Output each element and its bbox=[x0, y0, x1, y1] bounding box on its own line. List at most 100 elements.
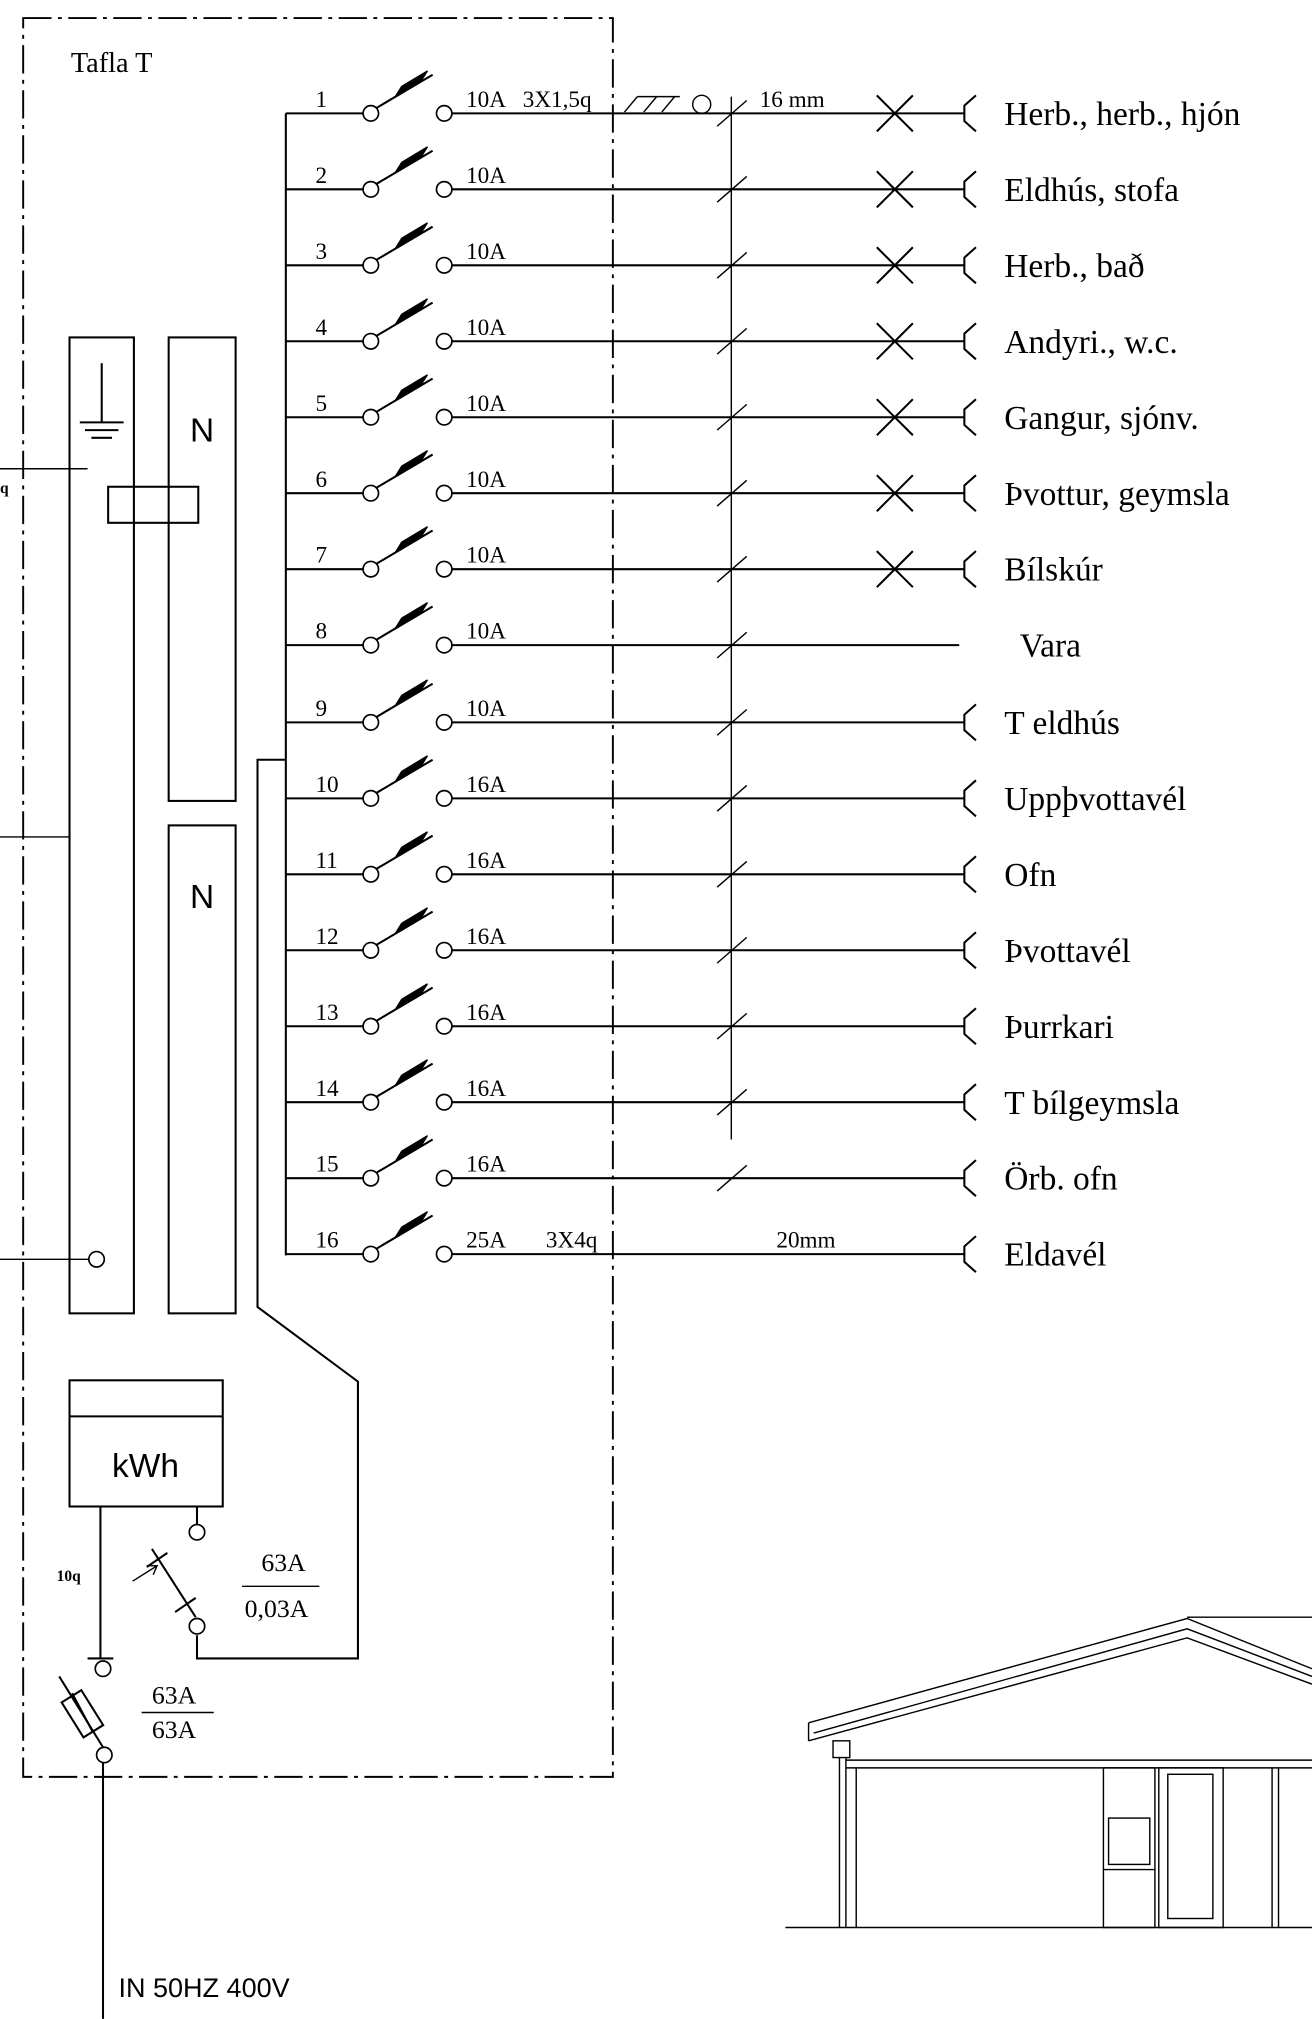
circuit-number: 8 bbox=[315, 619, 327, 645]
door bbox=[1167, 1773, 1214, 1920]
light-fixture-icon bbox=[876, 550, 914, 588]
cable-tick bbox=[716, 1164, 748, 1192]
light-fixture-icon bbox=[876, 474, 914, 512]
light-fixture-icon bbox=[876, 170, 914, 209]
outlet-icon bbox=[963, 1235, 977, 1273]
outlet-icon bbox=[963, 779, 977, 818]
conduit-size: 16 mm bbox=[760, 87, 825, 113]
breaker-rating: 10A bbox=[466, 391, 506, 417]
light-fixture-icon bbox=[876, 94, 914, 133]
light-fixture-icon bbox=[876, 398, 914, 436]
main-fuse-upper: 63A bbox=[152, 1680, 197, 1709]
roof-line bbox=[808, 1637, 1312, 1742]
conduit-size: 20mm bbox=[776, 1228, 835, 1254]
breaker-handle bbox=[394, 755, 429, 783]
breaker-terminal bbox=[435, 1093, 453, 1111]
cable-spec: 3X4q bbox=[546, 1228, 598, 1254]
meter-label: kWh bbox=[112, 1448, 179, 1485]
cable-tick bbox=[716, 631, 748, 659]
rcd-switch bbox=[132, 1548, 197, 1618]
earth-terminal bbox=[88, 1250, 106, 1268]
breaker-rating: 10A bbox=[466, 467, 506, 493]
circuit-number: 16 bbox=[315, 1228, 338, 1254]
circuit-number: 14 bbox=[315, 1076, 339, 1102]
circuit-row: 13 16A Þurrkari bbox=[285, 983, 1114, 1046]
breaker-terminal bbox=[362, 484, 380, 502]
breaker-handle bbox=[394, 298, 429, 326]
breaker-rating: 16A bbox=[466, 1152, 506, 1178]
breaker-terminal bbox=[362, 408, 380, 426]
fuse-terminal bbox=[95, 1746, 113, 1764]
supply-label: IN 50HZ 400V bbox=[118, 1973, 289, 2003]
breaker-rating: 10A bbox=[466, 696, 506, 722]
breaker-terminal bbox=[435, 1017, 453, 1035]
breaker-rating: 10A bbox=[466, 239, 506, 265]
window-frame bbox=[1102, 1767, 1156, 1929]
main-fuse-icon bbox=[58, 1675, 105, 1748]
outlet-icon bbox=[963, 170, 977, 209]
circuit-row: 3 10A Herb., bað bbox=[285, 222, 1145, 285]
outlet-icon bbox=[963, 246, 977, 285]
circuit-number: 3 bbox=[315, 239, 327, 265]
breaker-terminal bbox=[435, 332, 453, 350]
breaker-handle bbox=[394, 907, 429, 935]
breaker-handle bbox=[394, 374, 429, 402]
breaker-terminal bbox=[435, 104, 453, 122]
circuit-number: 13 bbox=[315, 1000, 338, 1026]
breaker-handle bbox=[394, 602, 429, 629]
outlet-icon bbox=[963, 322, 977, 361]
breaker-handle bbox=[394, 1211, 429, 1238]
cable-tick bbox=[716, 99, 748, 127]
cable-spec: 3X1,5q bbox=[523, 87, 592, 113]
outlet-icon bbox=[963, 94, 977, 133]
breaker-terminal bbox=[362, 1017, 380, 1035]
neutral-label: N bbox=[190, 413, 214, 450]
rcd-feed-wire bbox=[195, 758, 359, 1660]
circuit-label: Uppþvottavél bbox=[1004, 781, 1186, 818]
cable-tick bbox=[716, 327, 748, 355]
breaker-rating: 16A bbox=[466, 1000, 506, 1026]
breaker-terminal bbox=[435, 941, 453, 959]
breaker-terminal bbox=[435, 256, 453, 274]
breaker-rating: 16A bbox=[466, 924, 506, 950]
outlet-icon bbox=[963, 1159, 977, 1197]
breaker-terminal bbox=[362, 789, 380, 807]
circuit-label: Bílskúr bbox=[1004, 552, 1103, 589]
circuit-number: 9 bbox=[315, 696, 327, 722]
circuit-label: Herb., herb., hjón bbox=[1004, 96, 1240, 133]
breaker-handle bbox=[394, 983, 429, 1011]
breaker-rating: 10A bbox=[466, 543, 506, 569]
cable-tick bbox=[716, 403, 748, 431]
breaker-terminal bbox=[362, 941, 380, 959]
circuit-label: Þurrkari bbox=[1004, 1009, 1114, 1046]
breaker-terminal bbox=[435, 789, 453, 807]
breaker-rating: 16A bbox=[466, 772, 506, 798]
breaker-terminal bbox=[362, 1245, 380, 1263]
earth-busbar bbox=[68, 336, 135, 1315]
incoming-cable-label: q bbox=[0, 480, 9, 497]
cable-tick bbox=[716, 555, 748, 583]
cable-tick bbox=[716, 708, 748, 736]
meter-cable-label: 10q bbox=[57, 1568, 81, 1585]
outlet-icon bbox=[963, 855, 977, 894]
breaker-rating: 10A bbox=[466, 315, 506, 341]
breaker-terminal bbox=[362, 104, 380, 122]
circuit-number: 4 bbox=[315, 315, 327, 341]
breaker-terminal bbox=[435, 560, 453, 578]
breaker-handle bbox=[394, 526, 429, 553]
circuit-label: Herb., bað bbox=[1004, 248, 1144, 285]
circuit-number: 11 bbox=[315, 848, 337, 874]
conduit-icon bbox=[623, 94, 712, 115]
outlet-icon bbox=[963, 1007, 977, 1046]
breaker-terminal bbox=[362, 180, 380, 198]
cable-tick bbox=[716, 175, 748, 203]
breaker-rating: 16A bbox=[466, 848, 506, 874]
breaker-terminal bbox=[362, 1169, 380, 1187]
cable-tick bbox=[716, 479, 748, 507]
light-fixture-icon bbox=[876, 322, 914, 361]
circuit-label: Örb. ofn bbox=[1004, 1161, 1118, 1198]
